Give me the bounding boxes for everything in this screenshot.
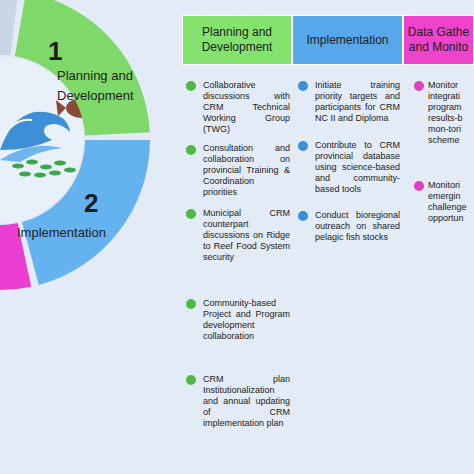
wave-curl <box>10 120 32 128</box>
ring-segment-fill <box>15 0 150 136</box>
bullet-text: CRM plan Institutionalization and annual… <box>203 374 290 429</box>
header-text: Implementation <box>303 33 391 48</box>
wave <box>0 112 70 150</box>
step-number: 1 <box>48 36 78 66</box>
bullet-text: Monitor integrati program results-b mon-… <box>428 80 472 146</box>
ring-segment-fill <box>22 140 150 285</box>
bullet-text: Consultation and collaboration on provin… <box>203 143 290 198</box>
bullet-icon <box>186 81 424 385</box>
step-title: Implementation <box>17 224 147 242</box>
step-number: 2 <box>84 188 114 218</box>
bullet-text: Contribute to CRM provincial database us… <box>315 140 400 195</box>
cycle-segment: 1Planning and Development <box>0 0 170 150</box>
ring-segment <box>0 140 170 300</box>
fish-school <box>12 160 76 178</box>
step-title: Planning and Development <box>57 66 157 106</box>
header-text: Data Gathe and Monito <box>404 25 473 55</box>
header-text: Planning and Development <box>183 25 291 55</box>
bullet-text: Community-based Project and Program deve… <box>203 298 290 342</box>
bullet-text: Collaborative discussions with CRM Techn… <box>203 80 290 135</box>
bullet-text: Conduct bioregional outreach on shared p… <box>315 210 400 243</box>
bullet-text: Monitori emergin challenge opportun <box>428 180 472 224</box>
bullet-text: Initiate training priority targets and p… <box>315 80 400 124</box>
column-header: Data Gathe and Monito <box>403 15 474 65</box>
bullet-text: Municipal CRM counterpart discussions on… <box>203 208 290 263</box>
column-header: Planning and Development <box>182 15 292 65</box>
column-header: Implementation <box>292 15 403 65</box>
cycle-segment: 2Implementation <box>0 140 170 300</box>
